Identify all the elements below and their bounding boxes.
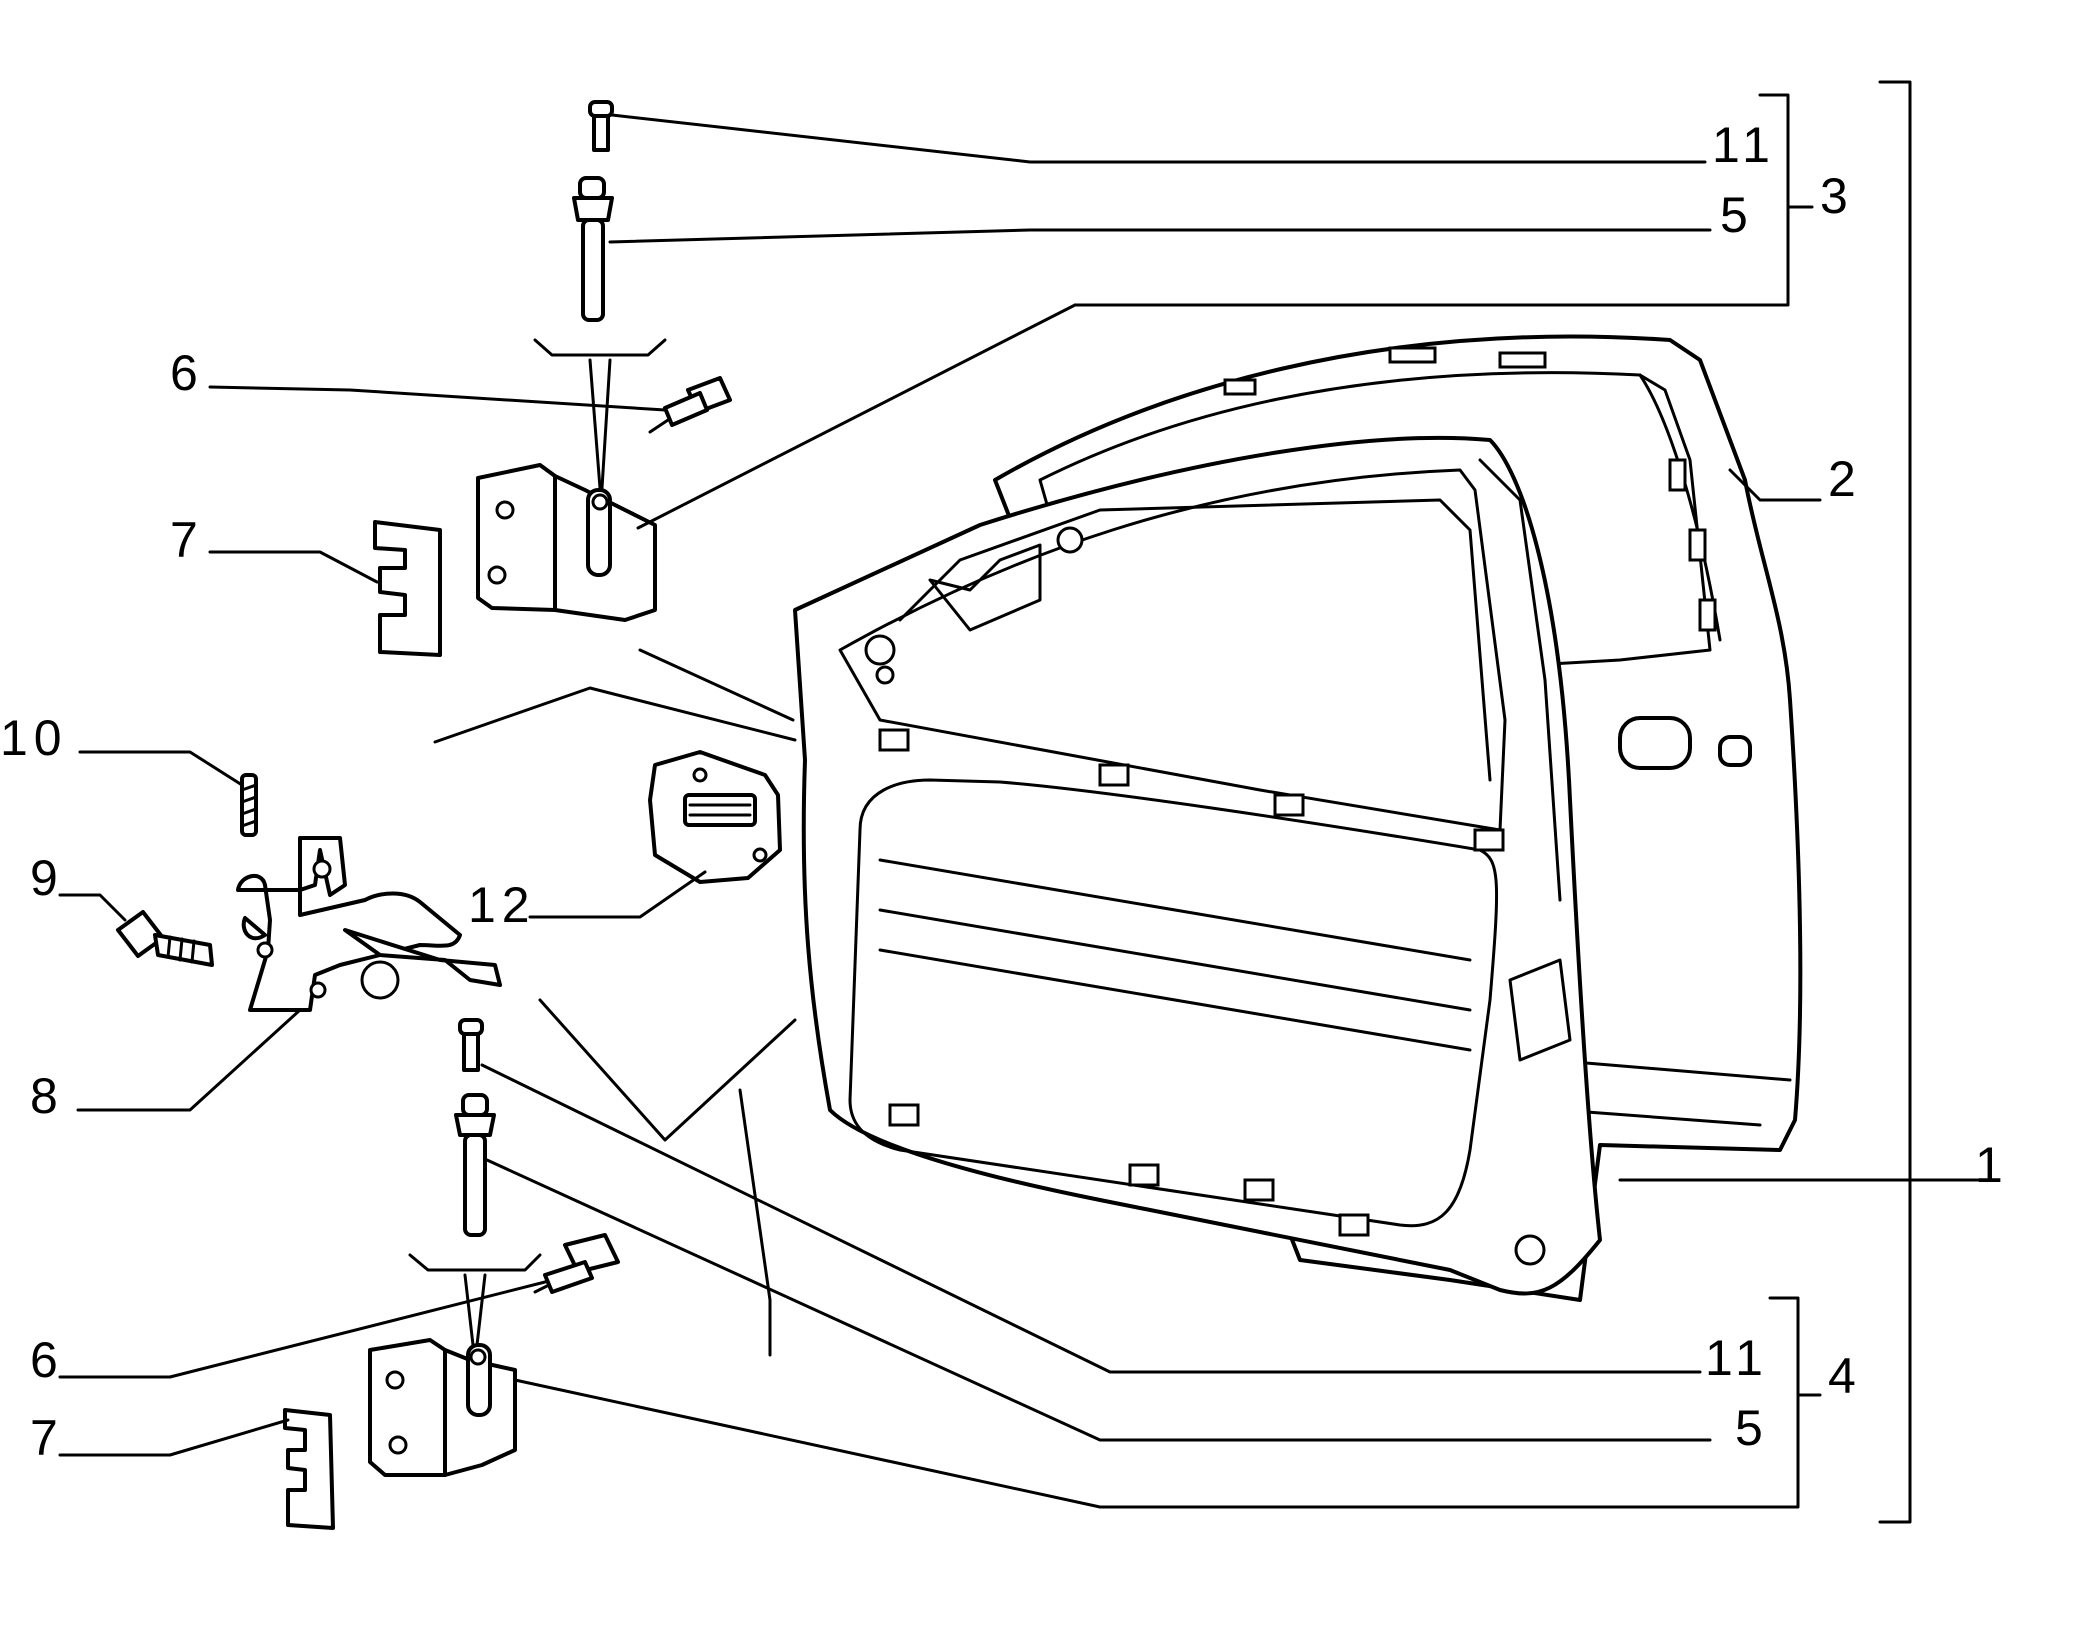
callout-labels: 11 5 3 6 2 7 10 9 12 8 1 11 4 6 5 7	[0, 117, 2009, 1466]
callout-2: 2	[1828, 451, 1862, 507]
callout-7-top: 7	[170, 512, 204, 568]
leader-10	[78, 750, 244, 787]
plug-12	[648, 750, 782, 884]
screw-6-bottom	[533, 1233, 620, 1294]
callout-9: 9	[30, 850, 64, 906]
leader-11-bottom	[480, 1063, 1702, 1374]
leader-2	[1728, 468, 1822, 502]
hinge-body-bottom	[368, 1338, 517, 1477]
bolt-9	[116, 910, 214, 967]
leader-6-top	[208, 385, 667, 412]
callout-4: 4	[1828, 1348, 1862, 1404]
callout-11-bottom: 11	[1705, 1330, 1769, 1386]
callout-11-top: 11	[1712, 117, 1776, 173]
leader-4-bottom	[513, 1378, 1102, 1509]
callout-12: 12	[468, 877, 536, 933]
callout-1: 1	[1975, 1137, 2009, 1193]
lower-hinge-assembly	[283, 1018, 620, 1530]
callout-3: 3	[1820, 168, 1854, 224]
leader-5-top	[608, 228, 1712, 244]
callout-8: 8	[30, 1068, 64, 1124]
callout-6-top: 6	[170, 345, 204, 401]
callout-7-bottom: 7	[30, 1410, 64, 1466]
leader-7-top	[208, 550, 379, 584]
leader-8	[76, 1008, 302, 1112]
leader-lines	[58, 113, 1987, 1509]
leader-9	[58, 893, 127, 922]
bolt-11-top	[588, 100, 614, 152]
hinge-body-top	[476, 463, 657, 622]
door-check-assembly	[116, 686, 797, 1357]
inner-door-frame	[793, 435, 1602, 1296]
group-bracket-4	[1098, 1296, 1822, 1509]
upper-hinge-assembly	[373, 100, 1077, 722]
callout-10: 10	[0, 710, 68, 766]
leader-7-bottom	[58, 1418, 290, 1457]
leader-11-top	[610, 113, 1707, 164]
shim-7-bottom	[283, 1408, 335, 1530]
callout-5-top: 5	[1720, 187, 1754, 243]
bolt-11-bottom	[458, 1018, 484, 1072]
group-bracket-1	[1878, 80, 1987, 1524]
leader-12	[528, 870, 707, 919]
leader-5-bottom	[485, 1158, 1712, 1442]
stud-10	[240, 773, 258, 837]
check-strap-8	[236, 836, 502, 1012]
callout-5-bottom: 5	[1735, 1400, 1769, 1456]
leader-6-bottom	[58, 1280, 547, 1379]
hinge-pin-5-top	[572, 176, 614, 322]
group-bracket-3	[1073, 93, 1814, 307]
shim-7-top	[373, 520, 442, 657]
screw-6-top	[648, 376, 732, 434]
callout-6-bottom: 6	[30, 1332, 64, 1388]
hinge-pin-5-bottom	[454, 1093, 496, 1237]
